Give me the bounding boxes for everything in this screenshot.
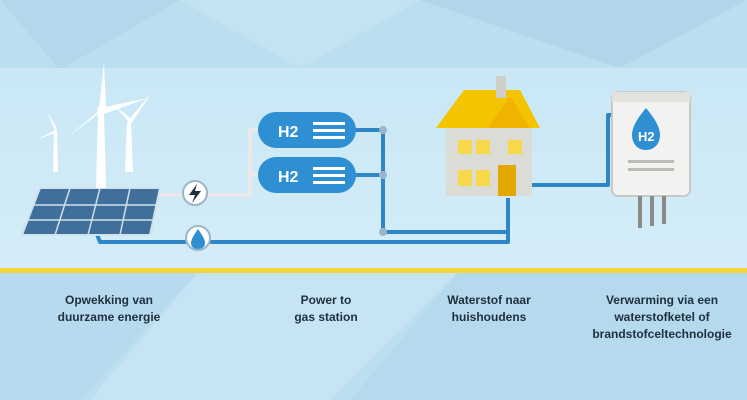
boiler-label: H2 <box>638 129 655 144</box>
step-caption: Waterstof naar huishoudens <box>447 293 531 324</box>
hydrogen-tank-icon: H2 H2 <box>258 112 356 193</box>
tank-label: H2 <box>278 124 299 141</box>
band-divider <box>0 268 747 273</box>
house-icon <box>436 76 540 196</box>
power-node-icon <box>182 180 208 206</box>
pipes <box>94 113 618 244</box>
step-caption: Power to gas station <box>294 293 358 324</box>
boiler-icon: H2 <box>611 91 691 228</box>
energy-flow-diagram: H2 H2 H2 <box>20 62 691 251</box>
hydrogen-node-icon <box>185 225 211 251</box>
step-caption: Opwekking van duurzame energie <box>57 293 161 324</box>
solar-panel-icon <box>20 187 162 236</box>
step-caption: Verwarming via een waterstofketel of bra… <box>592 293 732 341</box>
tank-label: H2 <box>278 169 299 186</box>
wind-turbine-icon <box>36 62 152 188</box>
